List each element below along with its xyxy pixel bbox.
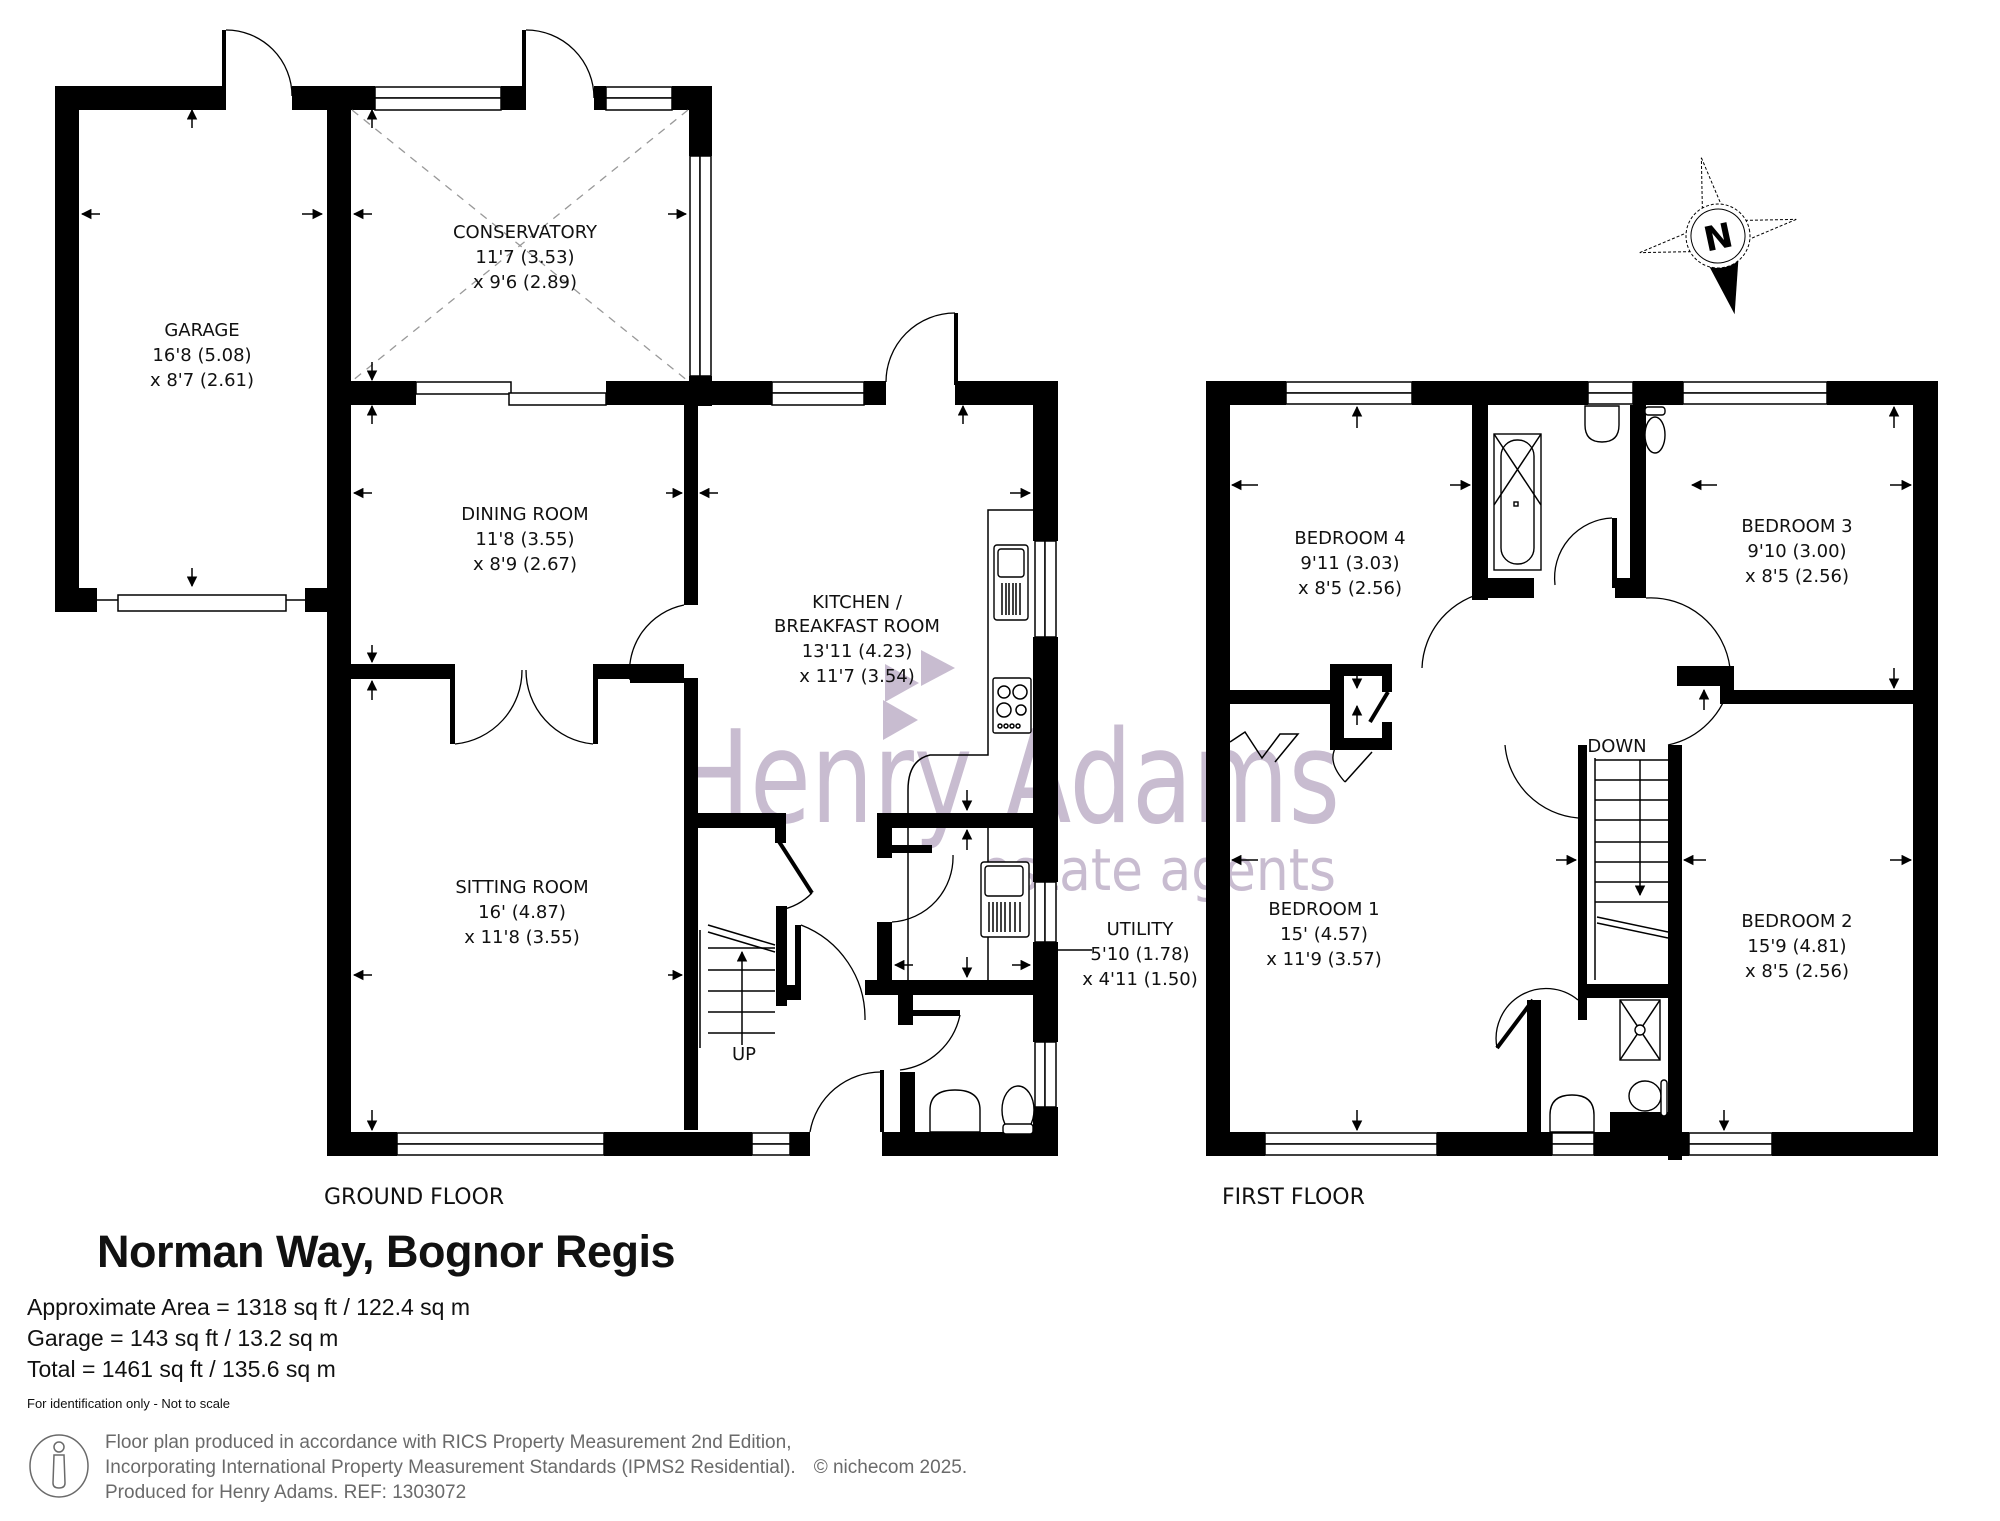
- henry-adams-logo-icon: [883, 650, 955, 740]
- svg-text:9'10 (3.00): 9'10 (3.00): [1747, 541, 1846, 562]
- svg-text:GARAGE: GARAGE: [164, 320, 239, 341]
- first-exterior-walls: [1206, 381, 1938, 1156]
- stairs-up-icon: [699, 924, 776, 1048]
- svg-text:15'9 (4.81): 15'9 (4.81): [1747, 936, 1846, 957]
- footer-line-2: Incorporating International Property Mea…: [105, 1457, 968, 1478]
- garage-area: Garage = 143 sq ft / 13.2 sq m: [27, 1325, 339, 1351]
- ground-internal-walls: [351, 405, 1058, 1132]
- room-bedroom-4: BEDROOM 4 9'11 (3.03) x 8'5 (2.56): [1294, 528, 1405, 599]
- stairs-down-label: DOWN: [1587, 736, 1646, 757]
- svg-text:UTILITY: UTILITY: [1107, 919, 1175, 940]
- bathroom-basin-icon: [1584, 405, 1620, 443]
- svg-text:x 4'11 (1.50): x 4'11 (1.50): [1082, 969, 1198, 990]
- person-measure-icon: [29, 1434, 89, 1498]
- utility-sink-icon: [980, 861, 1030, 938]
- svg-text:BEDROOM 3: BEDROOM 3: [1741, 516, 1852, 537]
- first-floor-plan: BEDROOM 4 9'11 (3.03) x 8'5 (2.56) BEDRO…: [1206, 381, 1938, 1210]
- property-title: Norman Way, Bognor Regis: [97, 1226, 676, 1277]
- ground-floor-plan: GARAGE 16'8 (5.08) x 8'7 (2.61) CONSERVA…: [55, 29, 1198, 1210]
- room-kitchen: KITCHEN / BREAKFAST ROOM 13'11 (4.23) x …: [774, 592, 940, 687]
- svg-text:CONSERVATORY: CONSERVATORY: [453, 222, 598, 243]
- svg-text:15' (4.57): 15' (4.57): [1280, 924, 1368, 945]
- ensuite-basin-icon: [1549, 1094, 1595, 1133]
- svg-text:BEDROOM 4: BEDROOM 4: [1294, 528, 1405, 549]
- svg-text:16' (4.87): 16' (4.87): [478, 902, 566, 923]
- footer-line-1: Floor plan produced in accordance with R…: [105, 1432, 792, 1453]
- bathroom-toilet-icon: [1644, 406, 1666, 454]
- room-conservatory: CONSERVATORY 11'7 (3.53) x 9'6 (2.89): [453, 222, 598, 293]
- svg-text:x 11'8 (3.55): x 11'8 (3.55): [464, 927, 580, 948]
- room-bedroom-2: BEDROOM 2 15'9 (4.81) x 8'5 (2.56): [1741, 911, 1852, 982]
- first-floor-label: FIRST FLOOR: [1222, 1185, 1365, 1210]
- wc-toilet-icon: [1001, 1085, 1035, 1135]
- svg-text:x 8'7 (2.61): x 8'7 (2.61): [150, 370, 254, 391]
- svg-text:9'11 (3.03): 9'11 (3.03): [1300, 553, 1399, 574]
- north-compass-icon: N: [1639, 157, 1797, 315]
- svg-text:13'11 (4.23): 13'11 (4.23): [802, 641, 913, 662]
- svg-text:16'8 (5.08): 16'8 (5.08): [152, 345, 251, 366]
- ground-room-labels: GARAGE 16'8 (5.08) x 8'7 (2.61) CONSERVA…: [150, 222, 1198, 1065]
- room-utility: UTILITY 5'10 (1.78) x 4'11 (1.50): [1082, 919, 1198, 990]
- footer-line-3: Produced for Henry Adams. REF: 1303072: [105, 1482, 467, 1503]
- ensuite-toilet-icon: [1628, 1079, 1668, 1117]
- svg-text:11'7 (3.53): 11'7 (3.53): [475, 247, 574, 268]
- svg-text:x 9'6 (2.89): x 9'6 (2.89): [473, 272, 577, 293]
- room-bedroom-1: BEDROOM 1 15' (4.57) x 11'9 (3.57): [1266, 899, 1382, 970]
- svg-text:x 11'7 (3.54): x 11'7 (3.54): [799, 666, 915, 687]
- total-area: Total = 1461 sq ft / 135.6 sq m: [27, 1356, 336, 1382]
- wc-basin-icon: [929, 1089, 981, 1133]
- kitchen-fixtures: [929, 544, 1035, 1135]
- ground-floor-label: GROUND FLOOR: [324, 1185, 504, 1210]
- svg-text:x 11'9 (3.57): x 11'9 (3.57): [1266, 949, 1382, 970]
- approximate-area: Approximate Area = 1318 sq ft / 122.4 sq…: [27, 1294, 471, 1320]
- svg-text:x 8'9 (2.67): x 8'9 (2.67): [473, 554, 577, 575]
- room-garage: GARAGE 16'8 (5.08) x 8'7 (2.61): [150, 320, 254, 391]
- first-dimension-arrows: [1230, 405, 1913, 1132]
- svg-text:SITTING ROOM: SITTING ROOM: [455, 877, 588, 898]
- first-fixtures: [1493, 405, 1668, 1133]
- svg-text:DINING ROOM: DINING ROOM: [461, 504, 588, 525]
- stairs-up-label: UP: [732, 1044, 756, 1065]
- stairs-down-icon: [1594, 758, 1669, 980]
- footer-notes: Floor plan produced in accordance with R…: [105, 1430, 967, 1505]
- garage-walls: [55, 29, 350, 612]
- svg-text:5'10 (1.78): 5'10 (1.78): [1090, 944, 1189, 965]
- svg-text:KITCHEN /: KITCHEN /: [812, 592, 903, 613]
- disclaimer-text: For identification only - Not to scale: [27, 1396, 231, 1411]
- first-room-labels: BEDROOM 4 9'11 (3.03) x 8'5 (2.56) BEDRO…: [1266, 516, 1852, 982]
- conservatory-walls: [292, 29, 712, 1156]
- main-house-walls: [327, 312, 1058, 1156]
- svg-text:BREAKFAST ROOM: BREAKFAST ROOM: [774, 616, 940, 637]
- svg-text:11'8 (3.55): 11'8 (3.55): [475, 529, 574, 550]
- kitchen-sink-icon: [993, 544, 1029, 621]
- svg-text:x 8'5 (2.56): x 8'5 (2.56): [1745, 961, 1849, 982]
- svg-text:BEDROOM 1: BEDROOM 1: [1268, 899, 1379, 920]
- bath-icon: [1493, 433, 1542, 571]
- copyright-text: © nichecom 2025.: [813, 1457, 968, 1478]
- ground-dimension-arrows: [80, 108, 1092, 1132]
- shower-icon: [1619, 999, 1661, 1061]
- svg-text:BEDROOM 2: BEDROOM 2: [1741, 911, 1852, 932]
- room-bedroom-3: BEDROOM 3 9'10 (3.00) x 8'5 (2.56): [1741, 516, 1852, 587]
- room-sitting: SITTING ROOM 16' (4.87) x 11'8 (3.55): [455, 877, 588, 948]
- svg-text:x 8'5 (2.56): x 8'5 (2.56): [1298, 578, 1402, 599]
- hob-icon: [992, 677, 1032, 734]
- first-internal-walls: [1229, 405, 1938, 1160]
- svg-text:x 8'5 (2.56): x 8'5 (2.56): [1745, 566, 1849, 587]
- room-dining: DINING ROOM 11'8 (3.55) x 8'9 (2.67): [461, 504, 588, 575]
